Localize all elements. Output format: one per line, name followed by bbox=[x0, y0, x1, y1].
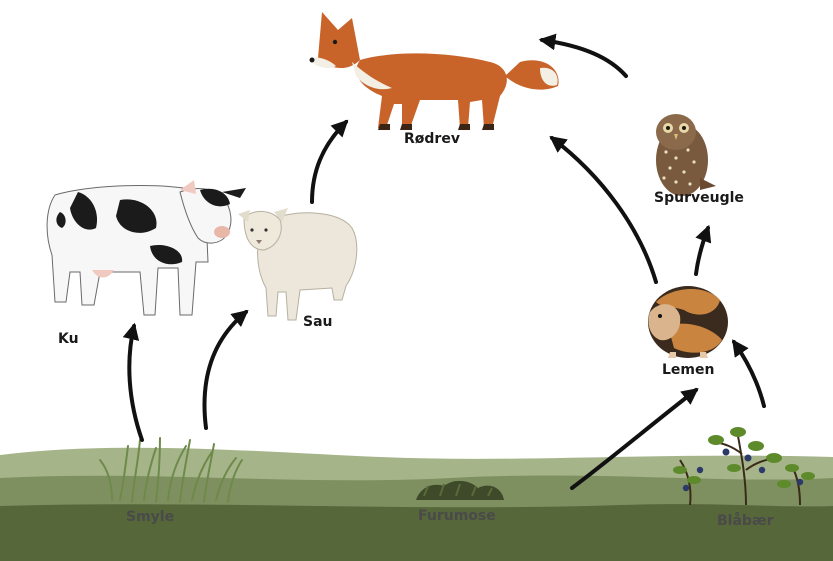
sheep-icon bbox=[238, 208, 357, 320]
node-label-spurveugle: Spurveugle bbox=[654, 190, 744, 206]
node-label-ku: Ku bbox=[58, 331, 79, 347]
node-label-sau: Sau bbox=[303, 314, 333, 330]
lemming-icon bbox=[648, 286, 728, 358]
cow-icon bbox=[47, 180, 246, 315]
node-label-rodrev: Rødrev bbox=[404, 131, 460, 147]
node-label-smyle: Smyle bbox=[126, 509, 174, 525]
node-label-lemen: Lemen bbox=[662, 362, 714, 378]
owl-icon bbox=[656, 114, 716, 196]
feeding-arrows bbox=[129, 40, 764, 488]
node-label-furumose: Furumose bbox=[418, 508, 496, 524]
arrow-sau-to-rodrev bbox=[312, 122, 346, 202]
arrow-lemen-to-rodrev bbox=[552, 138, 656, 282]
arrow-blabaer-to-lemen bbox=[734, 342, 764, 406]
arrow-smyle-to-sau bbox=[205, 312, 246, 428]
node-label-blabaer: Blåbær bbox=[717, 513, 774, 529]
arrow-lemen-to-spurveugle bbox=[696, 228, 708, 274]
arrow-smyle-to-ku bbox=[129, 326, 142, 440]
fox-icon bbox=[310, 12, 559, 130]
